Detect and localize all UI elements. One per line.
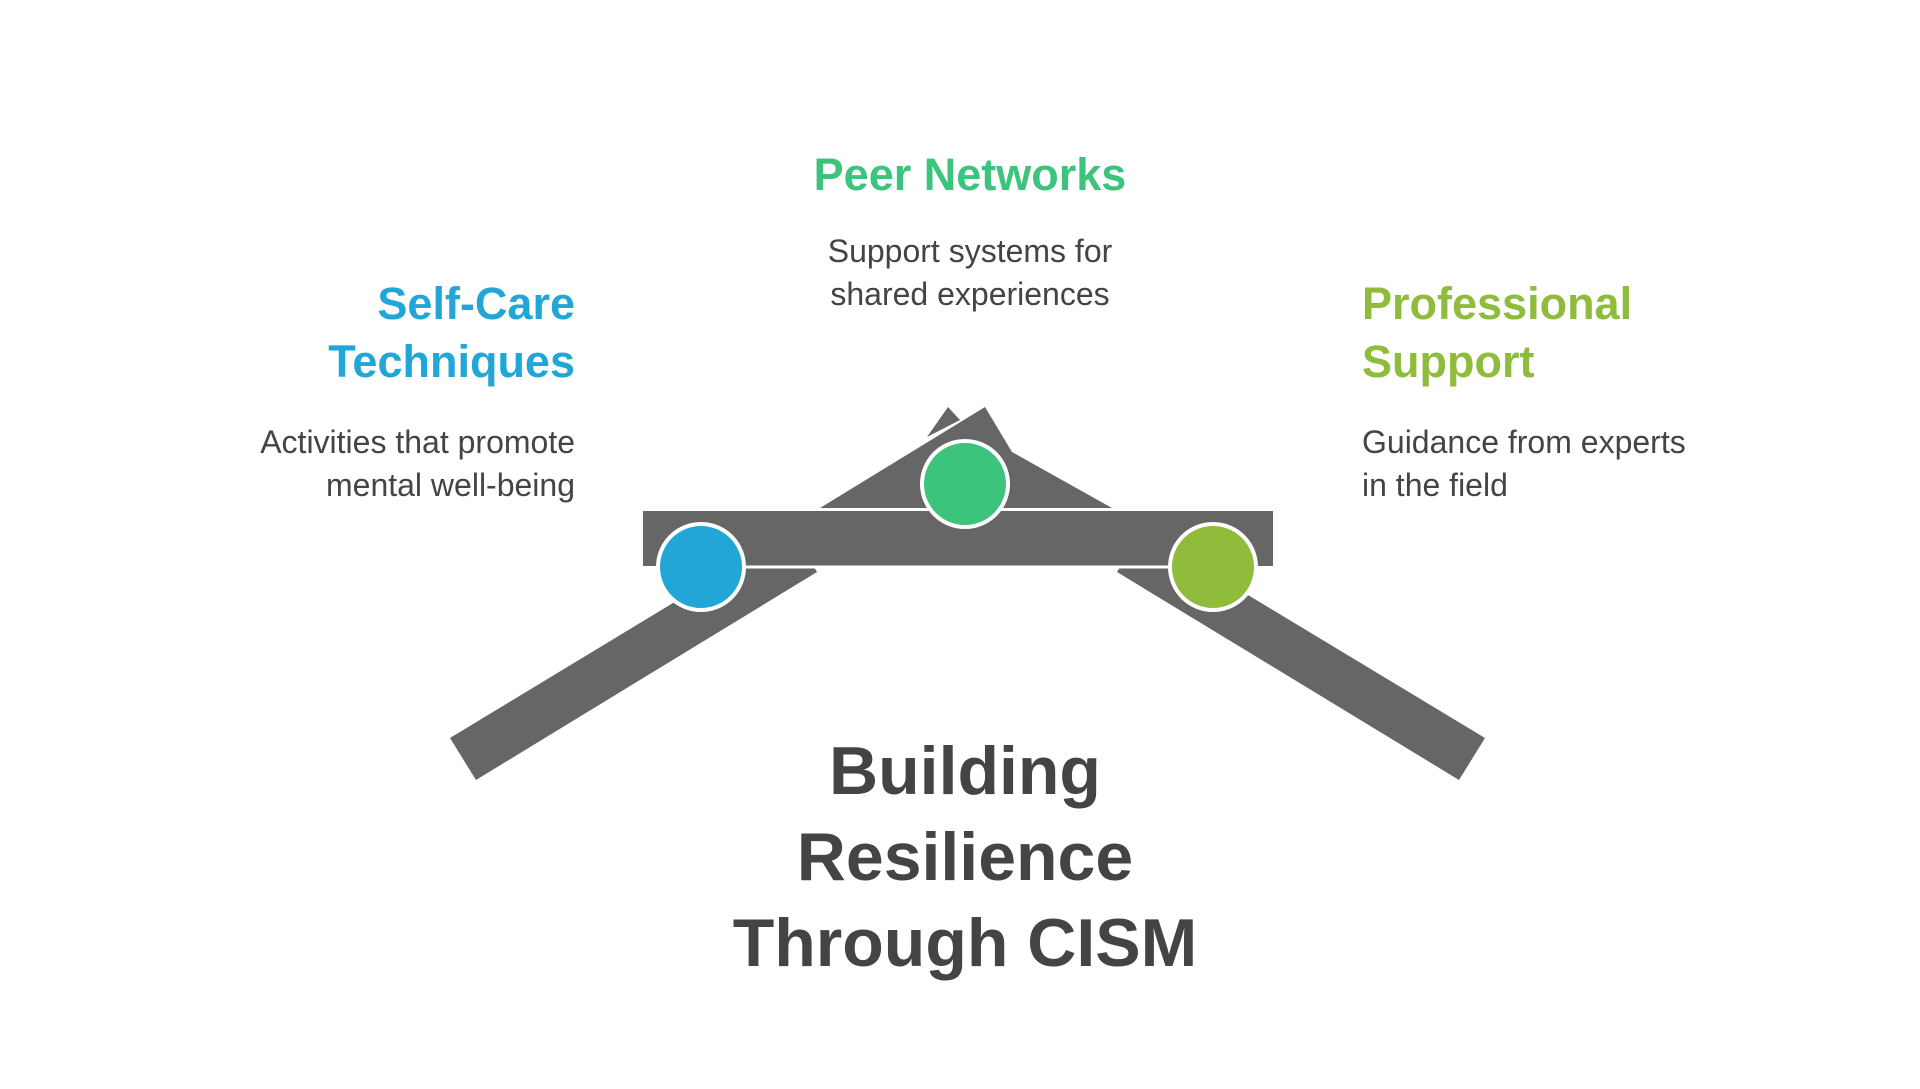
peer-networks-node — [920, 439, 1010, 529]
diagram-title-text: Building Resilience Through CISM — [660, 728, 1270, 986]
self-care-label-block: Self-Care Techniques Activities that pro… — [150, 275, 575, 507]
self-care-description: Activities that promote mental well-bein… — [150, 421, 575, 507]
peer-networks-description-line-1: Support systems for — [827, 233, 1113, 269]
title-line-2: Resilience — [796, 819, 1134, 895]
peer-networks-heading: Peer Networks — [760, 146, 1180, 204]
professional-support-description: Guidance from experts in the field — [1362, 421, 1802, 507]
self-care-heading-line-1: Self-Care — [377, 278, 575, 329]
professional-support-heading-line-1: Professional — [1362, 278, 1633, 329]
self-care-node — [656, 522, 746, 612]
professional-support-heading: Professional Support — [1362, 275, 1802, 391]
self-care-description-line-1: Activities that promote — [260, 424, 575, 460]
peer-networks-description: Support systems for shared experiences — [760, 230, 1180, 316]
professional-support-label-block: Professional Support Guidance from exper… — [1362, 275, 1802, 507]
peer-networks-label-block: Peer Networks Support systems for shared… — [760, 146, 1180, 316]
professional-support-heading-line-2: Support — [1362, 336, 1535, 387]
roof-apex-tip — [927, 407, 960, 437]
self-care-description-line-2: mental well-being — [325, 467, 575, 503]
title-line-1: Building — [829, 733, 1101, 809]
self-care-heading: Self-Care Techniques — [150, 275, 575, 391]
professional-support-node — [1168, 522, 1258, 612]
professional-support-description-line-2: in the field — [1362, 467, 1508, 503]
self-care-heading-line-2: Techniques — [328, 336, 575, 387]
title-line-3: Through CISM — [732, 905, 1198, 981]
peer-networks-description-line-2: shared experiences — [830, 276, 1110, 312]
diagram-title: Building Resilience Through CISM — [660, 728, 1270, 986]
professional-support-description-line-1: Guidance from experts — [1362, 424, 1686, 460]
peer-networks-heading-line-1: Peer Networks — [813, 149, 1127, 200]
